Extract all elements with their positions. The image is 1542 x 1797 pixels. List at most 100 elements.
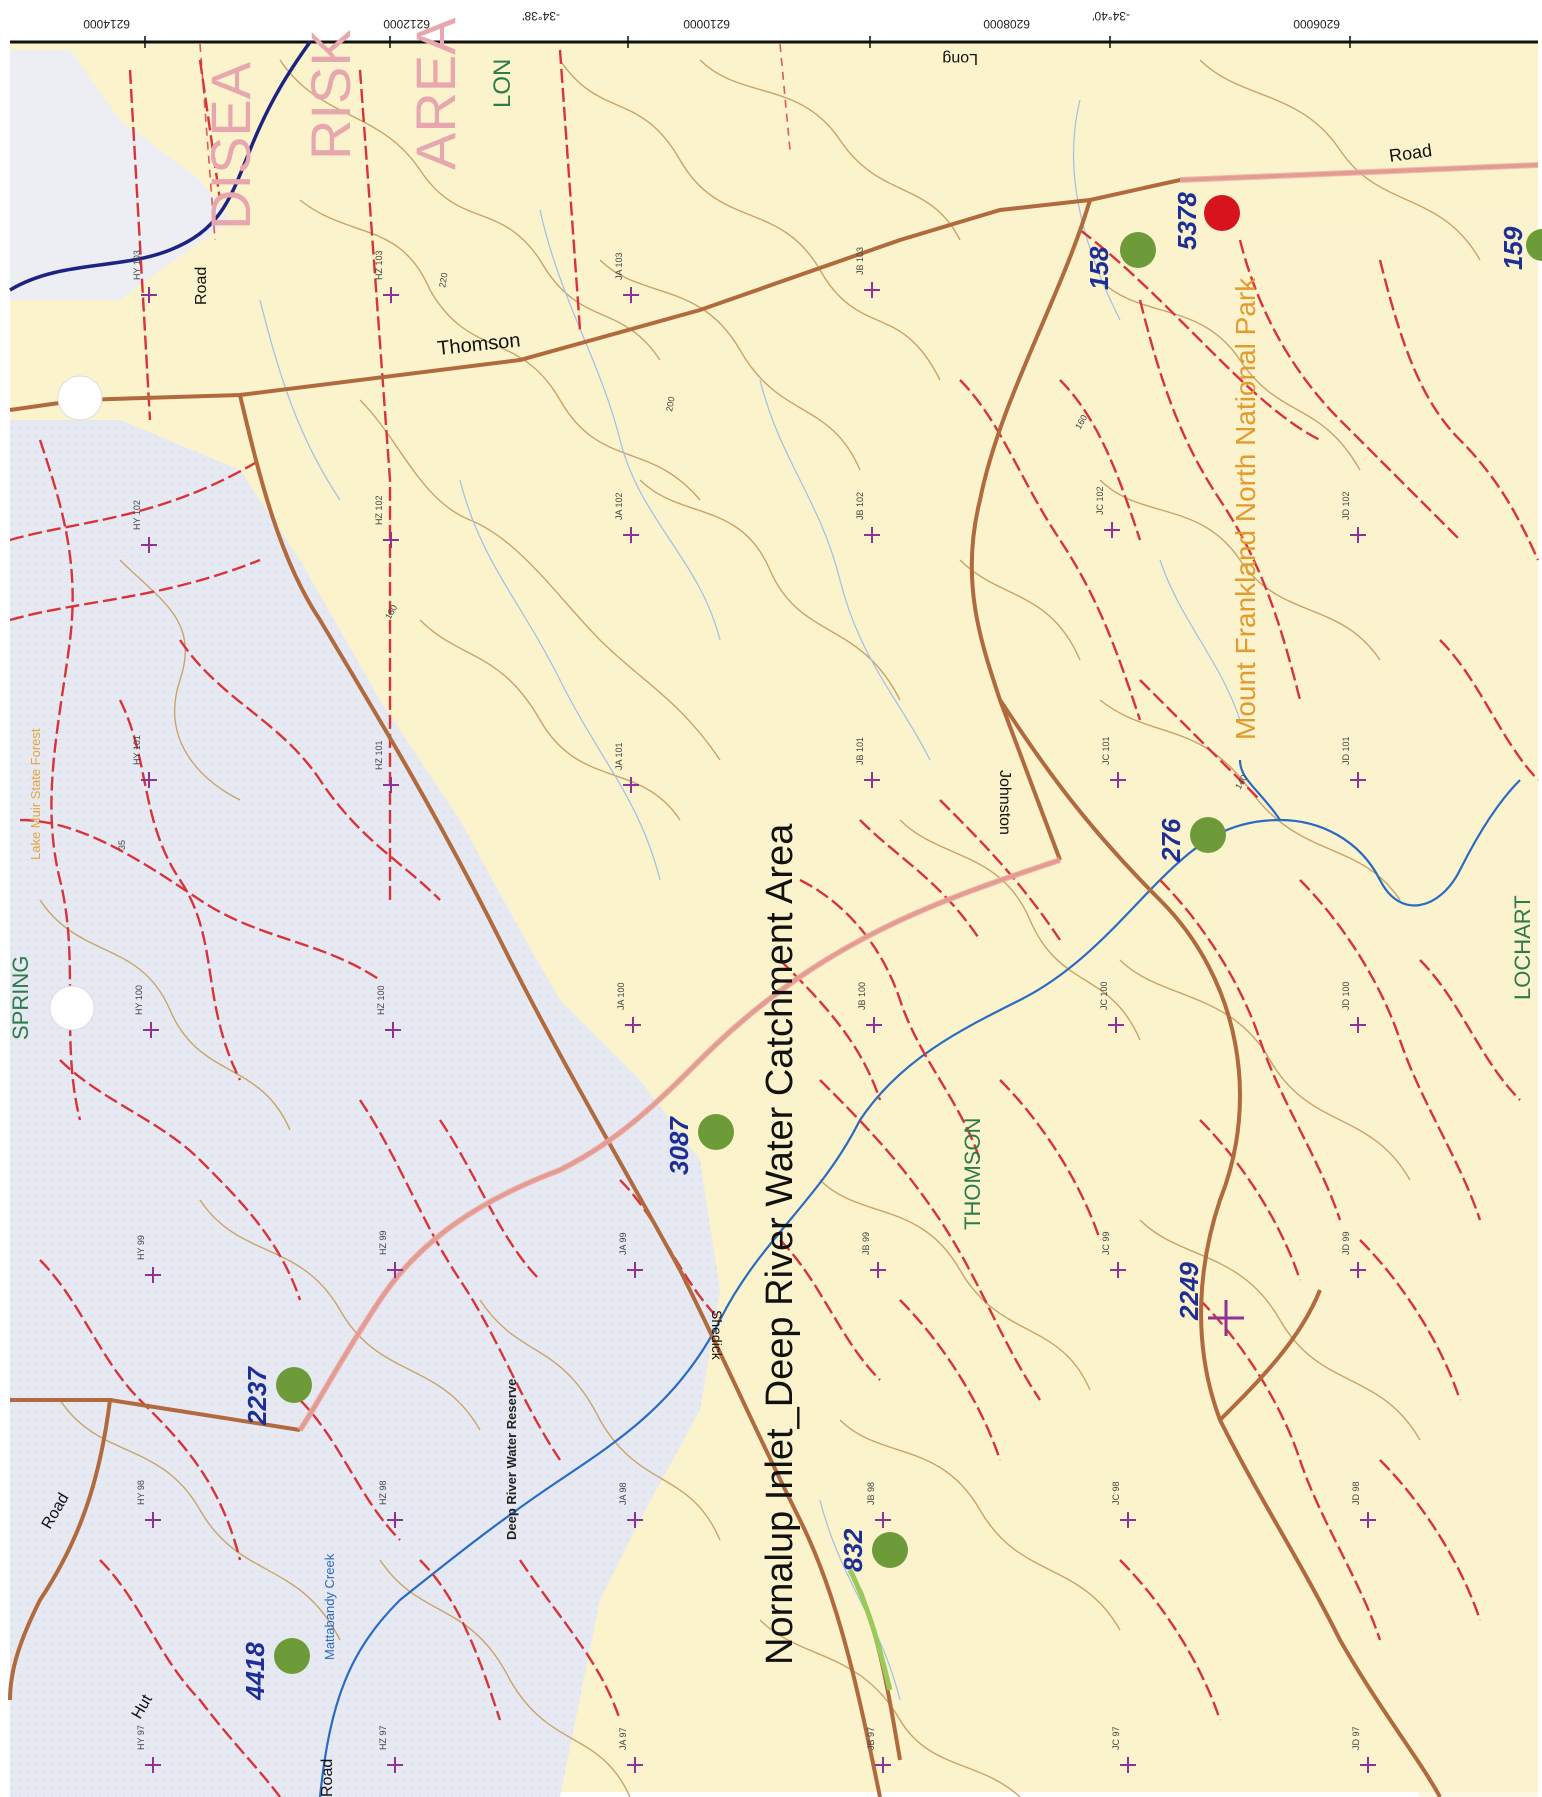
site-4418[interactable]: 4418: [240, 1638, 310, 1701]
deep-river-reserve-label: Deep River Water Reserve: [504, 1379, 519, 1540]
site-159[interactable]: 159: [1498, 226, 1542, 270]
grid-ref-label: JB 103: [855, 247, 865, 275]
grid-ref-label: JB 101: [855, 737, 865, 765]
grid-ref-label: JB 99: [861, 1232, 871, 1255]
contour-value-labels: 220 200 180 160 140 35: [117, 272, 1249, 850]
grid-ref-label: JD 100: [1341, 981, 1351, 1010]
forest-tracks: [9, 49, 1540, 1797]
grid-ref-label: HY 101: [132, 735, 142, 765]
grid-ref-label: JC 97: [1111, 1726, 1121, 1750]
punch-hole: [49, 985, 95, 1031]
grid-ref-label: HY 98: [136, 1480, 146, 1505]
site-2237[interactable]: 2237: [242, 1366, 312, 1426]
grid-ref-label: JA 102: [614, 492, 624, 520]
grid-ref-label: JA 101: [614, 742, 624, 770]
lake-muir-label: Lake Muir State Forest: [28, 728, 43, 860]
site-3087[interactable]: 3087: [664, 1114, 734, 1175]
grid-ref-label: JB 100: [857, 982, 867, 1010]
contour-value: 220: [437, 272, 449, 289]
site-2249-label: 2249: [1174, 1262, 1204, 1321]
grid-ticks: [144, 36, 1351, 48]
site-832-label: 832: [838, 1528, 868, 1572]
mount-frankland-label: Mount Frankland North National Park: [1230, 277, 1261, 740]
site-2249[interactable]: 2249: [1174, 1262, 1244, 1336]
site-3087-label: 3087: [664, 1116, 694, 1175]
grid-ref-label: JD 99: [1341, 1231, 1351, 1255]
creek-label: Mattabandy Creek: [322, 1553, 337, 1660]
grid-ref-label: HZ 99: [378, 1230, 388, 1255]
grid-ref-label: JC 101: [1101, 736, 1111, 765]
grid-ref-label: JC 102: [1095, 486, 1105, 515]
site-158[interactable]: 158: [1084, 232, 1156, 290]
coord-label: 6212000: [383, 17, 430, 31]
grid-ref-label: HY 99: [136, 1235, 146, 1260]
site-4418-label: 4418: [240, 1642, 270, 1701]
monitoring-sites[interactable]: 158 5378 159 276 3087 2237 2249 832: [240, 192, 1542, 1701]
grid-lines: [199, 43, 791, 241]
site-158-label: 158: [1084, 246, 1114, 290]
area-label: AREA: [404, 17, 467, 170]
grid-ref-label: HZ 103: [374, 250, 384, 280]
disease-risk-label: DISEA: [199, 61, 262, 230]
site-5378-label: 5378: [1172, 192, 1202, 250]
grid-ref-label: HZ 98: [378, 1480, 388, 1505]
contour-value: 200: [664, 396, 676, 413]
grid-ref-label: JA 98: [618, 1482, 628, 1505]
contour-value: 35: [117, 840, 127, 850]
grid-ref-label: JD 102: [1341, 491, 1351, 520]
deep-river: [318, 759, 1521, 1797]
grid-ref-label: HZ 100: [376, 985, 386, 1015]
cross-markers: [141, 282, 1376, 1773]
map-title: Nornalup Inlet_Deep River Water Catchmen…: [759, 823, 801, 1665]
grid-ref-label: JC 100: [1099, 981, 1109, 1010]
site-159-label: 159: [1498, 226, 1528, 270]
grid-reference-markers: HY 103 HZ 103 JA 103 JB 103 HY 102 HZ 10…: [132, 247, 1376, 1773]
coord-label: 6206000: [1293, 17, 1340, 31]
grid-ref-label: HZ 97: [378, 1725, 388, 1750]
grid-ref-label: HY 103: [132, 250, 142, 280]
grid-ref-label: HY 102: [132, 500, 142, 530]
lon-label: LON: [489, 59, 516, 108]
shedick-road-label: Shedick: [709, 1310, 725, 1361]
grid-ref-label: JB 97: [866, 1727, 876, 1750]
long-road-label: Long: [942, 50, 978, 67]
grid-ref-label: JC 99: [1101, 1231, 1111, 1255]
contour-lines: [39, 59, 1481, 1797]
grid-ref-label: JA 103: [614, 252, 624, 280]
site-276-label: 276: [1156, 818, 1186, 863]
johnston-road-label: Johnston: [996, 770, 1013, 835]
grid-ref-label: JD 97: [1351, 1726, 1361, 1750]
site-5378[interactable]: 5378: [1172, 192, 1240, 250]
grid-ref-label: HY 97: [136, 1725, 146, 1750]
site-2237-label: 2237: [242, 1366, 272, 1426]
grid-ref-label: JB 98: [866, 1482, 876, 1505]
road-label: Road: [193, 267, 210, 305]
coord-label: 6208000: [983, 17, 1030, 31]
lochart-label: LOCHART: [1510, 895, 1535, 1000]
coord-label: 6210000: [683, 17, 730, 31]
road-label: Road: [319, 1759, 336, 1797]
green-route-segment: [847, 1568, 893, 1691]
grid-ref-label: JD 101: [1341, 736, 1351, 765]
streams: [259, 99, 1241, 1701]
risk-label: RISK: [299, 29, 362, 160]
site-276[interactable]: 276: [1156, 817, 1226, 863]
coord-label: -34°38': [522, 9, 560, 23]
punch-hole: [57, 375, 103, 421]
grid-ref-label: HY 100: [134, 985, 144, 1015]
thomson-block-label: THOMSON: [960, 1118, 985, 1230]
grid-ref-label: HZ 101: [374, 740, 384, 770]
grid-ref-label: JB 102: [855, 492, 865, 520]
grid-ref-label: JA 99: [618, 1232, 628, 1255]
grid-ref-label: JA 97: [618, 1727, 628, 1750]
grid-ref-label: HZ 102: [374, 495, 384, 525]
coord-label: -34°40': [1092, 9, 1130, 23]
grid-ref-label: JD 98: [1351, 1481, 1361, 1505]
site-832[interactable]: 832: [838, 1528, 908, 1572]
grid-ref-label: JC 98: [1111, 1481, 1121, 1505]
spring-label: SPRING: [8, 956, 33, 1040]
area-labels: DISEA RISK AREA LON SPRING LOCHART THOMS…: [8, 17, 1535, 1660]
dieback-boundary-line: [9, 40, 312, 292]
